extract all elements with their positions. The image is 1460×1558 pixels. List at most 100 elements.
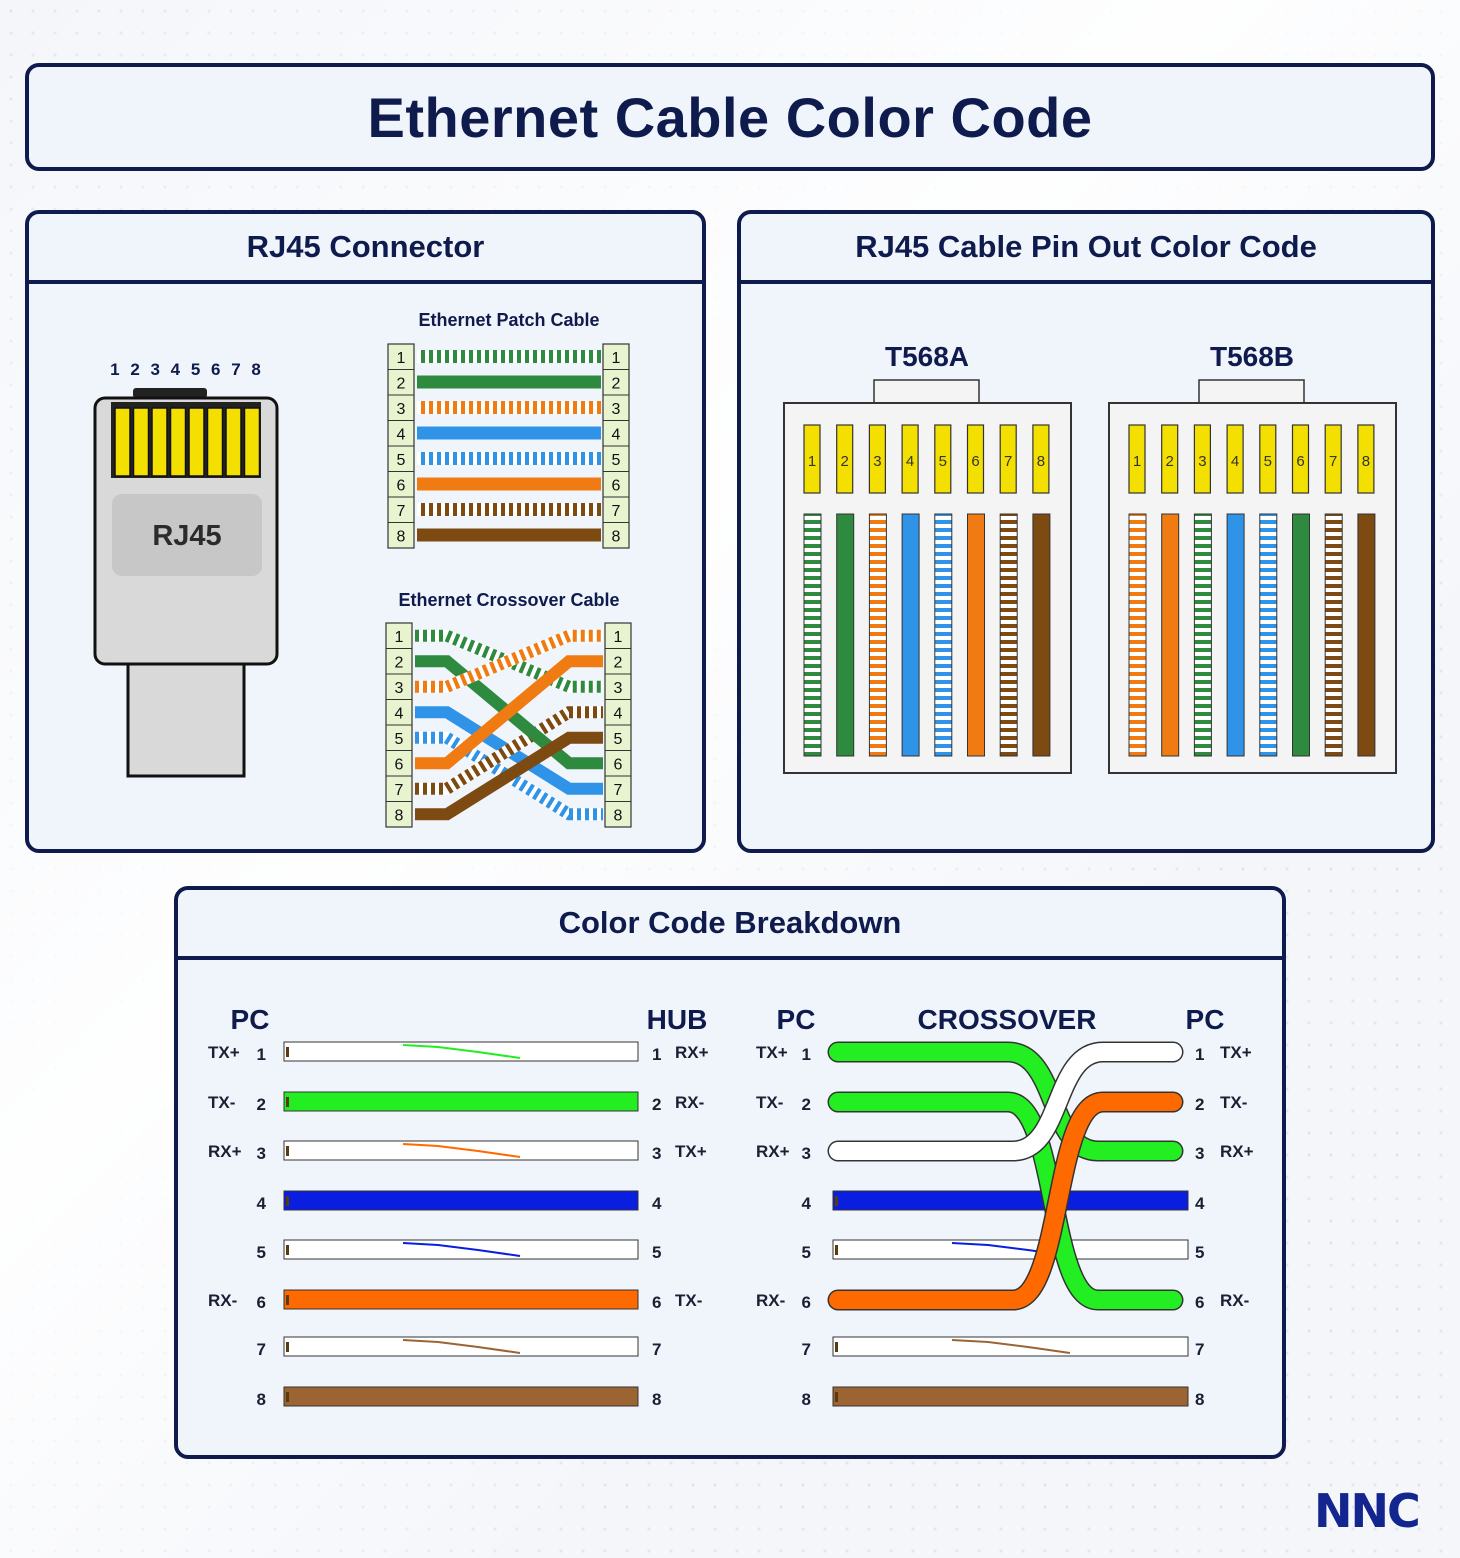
crossover-wire-white-blue xyxy=(832,1239,1189,1260)
crossover-pin-left: 4 xyxy=(395,706,404,723)
crossover-left-pin: 4 xyxy=(802,1194,812,1213)
crossover-left-signal: TX+ xyxy=(756,1043,788,1062)
rj45-contact xyxy=(243,407,261,477)
pin-contact xyxy=(1193,424,1211,494)
pin-contact xyxy=(1226,424,1244,494)
straight-left-pin: 6 xyxy=(257,1293,266,1312)
patch-wire-brown xyxy=(417,528,601,542)
crossover-wire-orange xyxy=(415,655,603,770)
straight-right-pin: 8 xyxy=(652,1390,661,1409)
crossover-left-pin: 7 xyxy=(802,1340,811,1359)
straight-wire-stripe xyxy=(402,1242,521,1257)
straight-right-signal: RX- xyxy=(675,1093,704,1112)
straight-wire-white-green xyxy=(283,1041,639,1062)
crossover-wire-white-brown xyxy=(415,706,603,795)
crossover-left-pin: 1 xyxy=(802,1045,811,1064)
pin-number: 6 xyxy=(1296,453,1304,470)
crossover-right-pin: 7 xyxy=(1195,1340,1204,1359)
pin-number: 3 xyxy=(873,453,881,470)
crossover-right-pin: 5 xyxy=(1195,1243,1204,1262)
crossover-wire-pin6-to-pin2 xyxy=(829,1093,1182,1309)
rj45-pin-numbers: 1 2 3 4 5 6 7 8 xyxy=(110,360,264,379)
crossover-right-pin: 6 xyxy=(1195,1293,1204,1312)
patch-pin-left: 6 xyxy=(397,478,406,495)
rj45-contact xyxy=(151,407,168,477)
straight-left-signal: RX+ xyxy=(208,1142,242,1161)
crossover-right-pin: 2 xyxy=(1195,1095,1204,1114)
pin-number: 2 xyxy=(1166,453,1174,470)
wire-green xyxy=(836,513,855,757)
crossover-pin-left: 5 xyxy=(395,731,404,748)
crossover-right-pin: 1 xyxy=(1195,1045,1204,1064)
wire-white-orange xyxy=(868,513,887,757)
pin-contact xyxy=(1324,424,1342,494)
rj45-contact xyxy=(188,407,205,477)
pin-number: 8 xyxy=(1362,453,1370,470)
straight-right-header: HUB xyxy=(647,1004,708,1035)
patch-cable-title: Ethernet Patch Cable xyxy=(418,310,599,330)
straight-right-signal: RX+ xyxy=(675,1043,709,1062)
crossover-left-pin: 5 xyxy=(802,1243,811,1262)
pin-number: 4 xyxy=(906,453,914,470)
rj45-contact xyxy=(225,407,242,477)
crossover-left-signal: TX- xyxy=(756,1093,783,1112)
rj45-panel-drawing: 1 2 3 4 5 6 7 8 RJ45 Ethernet Patch Cabl… xyxy=(93,310,632,828)
rj45-contact xyxy=(169,407,187,477)
patch-pin-left: 5 xyxy=(397,452,406,469)
rj45-plug-illustration: 1 2 3 4 5 6 7 8 RJ45 xyxy=(93,360,279,778)
pin-number: 5 xyxy=(1264,453,1272,470)
patch-wire-orange xyxy=(417,477,601,491)
pin-number: 6 xyxy=(971,453,979,470)
straight-wire-white-brown xyxy=(283,1336,639,1357)
straight-right-signal: TX- xyxy=(675,1291,702,1310)
crossover-wire-white-orange xyxy=(415,629,603,693)
wire-white-blue xyxy=(934,513,953,757)
patch-pin-left: 3 xyxy=(397,401,406,418)
straight-wire-brown xyxy=(283,1386,639,1407)
crossover-middle-header: CROSSOVER xyxy=(918,1004,1097,1035)
pin-contact xyxy=(1357,424,1375,494)
crossover-pin-right: 4 xyxy=(614,706,623,723)
crossover-left-signal: RX- xyxy=(756,1291,785,1310)
patch-pin-left: 1 xyxy=(397,350,406,367)
patch-pin-right: 4 xyxy=(612,427,621,444)
pin-contact xyxy=(836,424,854,494)
pin-contact xyxy=(934,424,952,494)
patch-pin-right: 6 xyxy=(612,478,621,495)
wire-orange xyxy=(967,513,985,757)
patch-wire-blue xyxy=(417,426,601,440)
straight-right-pin: 3 xyxy=(652,1144,661,1163)
crossover-wire-blue xyxy=(832,1190,1189,1211)
pin-number: 5 xyxy=(939,453,947,470)
crossover-pin-right: 5 xyxy=(614,731,623,748)
crossover-right-pin: 8 xyxy=(1195,1390,1204,1409)
crossover-right-signal: RX- xyxy=(1220,1291,1249,1310)
straight-wire-green xyxy=(283,1091,639,1112)
pin-number: 8 xyxy=(1037,453,1045,470)
rj45-label: RJ45 xyxy=(152,520,221,552)
patch-pin-right: 2 xyxy=(612,376,621,393)
crossover-pin-right: 6 xyxy=(614,757,623,774)
standard-latch xyxy=(1198,379,1305,404)
wire-orange xyxy=(1161,513,1180,757)
pin-number: 1 xyxy=(1133,453,1141,470)
crossover-right-signal: RX+ xyxy=(1220,1142,1254,1161)
pin-number: 7 xyxy=(1004,453,1012,470)
crossover-pin-left: 2 xyxy=(395,655,404,672)
crossover-left-signal: RX+ xyxy=(756,1142,790,1161)
pin-number: 2 xyxy=(841,453,849,470)
straight-wire-orange xyxy=(283,1289,639,1310)
crossover-wire-pin3-to-pin1 xyxy=(829,1043,1182,1160)
rj45-connector-panel: RJ45 Connector 1 2 3 4 5 6 7 8 RJ45 Ethe… xyxy=(25,210,706,853)
straight-left-signal: TX- xyxy=(208,1093,235,1112)
straight-right-pin: 2 xyxy=(652,1095,661,1114)
patch-pin-right: 5 xyxy=(612,452,621,469)
